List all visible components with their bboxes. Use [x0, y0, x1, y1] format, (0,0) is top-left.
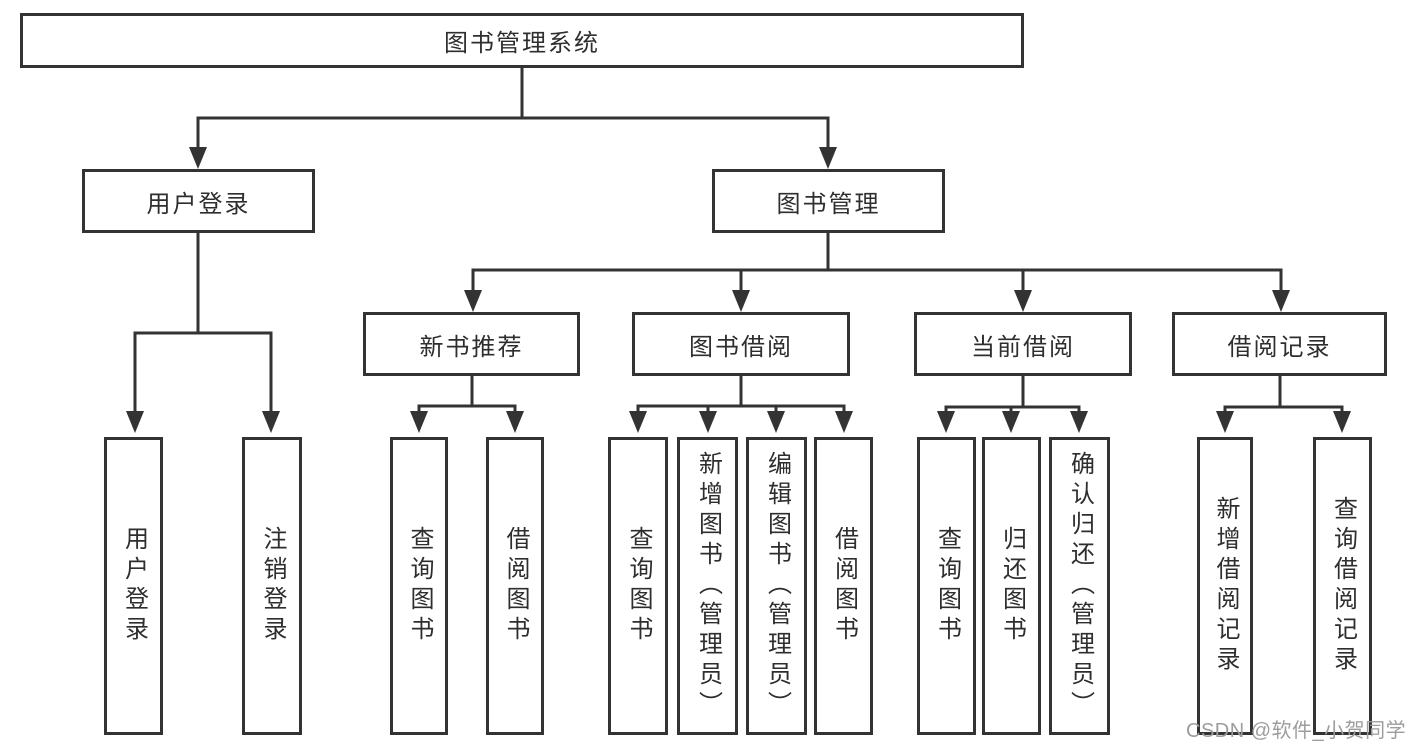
leaf-add-borrow-record: 新增借阅记录	[1197, 437, 1253, 735]
leaf-confirm-return-admin: 确认归还（管理员）	[1049, 437, 1110, 735]
leaf-user-login: 用户登录	[104, 437, 163, 735]
node-label: 用户登录	[120, 526, 148, 646]
leaf-query-books-recommend: 查询图书	[390, 437, 448, 735]
node-label: 借阅图书	[502, 526, 529, 646]
node-new-book-recommendation: 新书推荐	[363, 312, 580, 376]
node-book-management: 图书管理	[712, 169, 945, 233]
node-label: 编辑图书（管理员）	[763, 451, 791, 721]
leaf-return-books: 归还图书	[982, 437, 1041, 735]
node-label: 查询图书	[625, 526, 652, 646]
node-label: 用户登录	[146, 190, 251, 218]
leaf-edit-books-admin: 编辑图书（管理员）	[746, 437, 807, 735]
leaf-query-borrow-record: 查询借阅记录	[1313, 437, 1372, 735]
node-label: 当前借阅	[971, 333, 1075, 361]
leaf-logout: 注销登录	[242, 437, 302, 735]
csdn-watermark: CSDN @软件_小贺同学	[1186, 720, 1405, 742]
node-current-borrowing: 当前借阅	[914, 312, 1132, 376]
node-label: 新书推荐	[419, 333, 524, 361]
node-book-borrowing: 图书借阅	[632, 312, 850, 376]
node-label: 查询借阅记录	[1329, 496, 1357, 676]
node-label: 新增借阅记录	[1212, 496, 1239, 676]
node-label: 图书借阅	[689, 333, 793, 361]
node-label: 新增图书（管理员）	[694, 451, 722, 721]
node-label: 借阅图书	[830, 526, 858, 646]
node-label: 借阅记录	[1227, 333, 1332, 361]
node-label: 查询图书	[406, 526, 433, 646]
node-label: 确认归还（管理员）	[1066, 451, 1094, 721]
leaf-query-books-current: 查询图书	[917, 437, 976, 735]
node-label: 注销登录	[259, 526, 286, 646]
node-label: 归还图书	[998, 526, 1026, 646]
leaf-borrow-books: 借阅图书	[814, 437, 873, 735]
leaf-borrow-books-recommend: 借阅图书	[486, 437, 544, 735]
node-library-management-system: 图书管理系统	[20, 13, 1024, 68]
node-borrowing-records: 借阅记录	[1172, 312, 1387, 376]
node-label: 图书管理	[776, 190, 881, 218]
node-label: 图书管理系统	[444, 30, 600, 57]
leaf-query-books-borrowing: 查询图书	[608, 437, 668, 735]
node-label: 查询图书	[933, 526, 961, 646]
leaf-add-books-admin: 新增图书（管理员）	[677, 437, 738, 735]
node-user-login: 用户登录	[82, 169, 315, 233]
